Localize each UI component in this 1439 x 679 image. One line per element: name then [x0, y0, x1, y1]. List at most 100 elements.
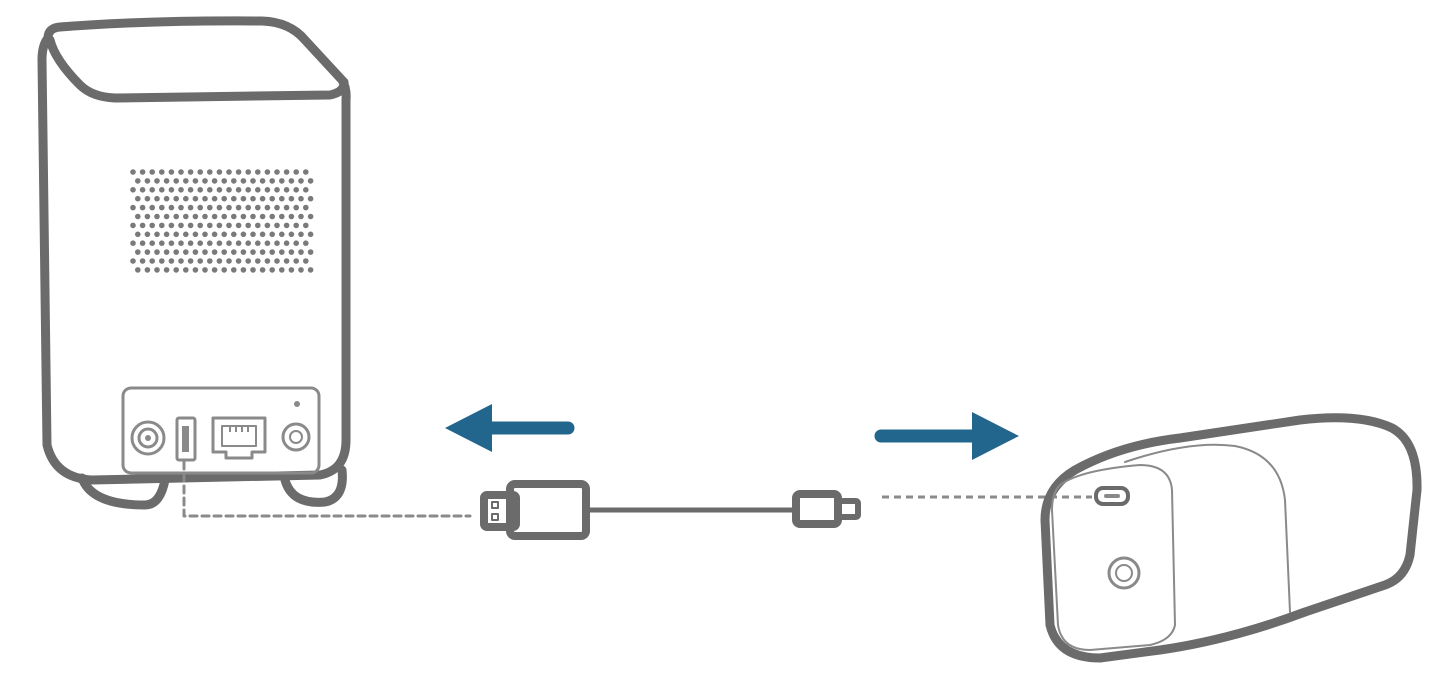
grille-hole [226, 222, 232, 229]
grille-hole [168, 169, 175, 175]
grille-hole [259, 249, 266, 255]
grille-hole [288, 178, 295, 184]
grille-hole [168, 240, 175, 246]
grille-hole [283, 240, 290, 246]
grille-hole [149, 204, 155, 211]
grille-hole [221, 213, 227, 220]
grille-hole [254, 240, 261, 246]
grille-hole [154, 267, 160, 273]
grille-hole [197, 240, 203, 246]
grille-hole [211, 267, 218, 273]
wireless-camera [1040, 413, 1422, 663]
grille-hole [254, 258, 261, 264]
grille-hole [130, 169, 136, 175]
grille-hole [183, 267, 189, 273]
grille-hole [303, 187, 309, 193]
grille-hole [139, 169, 146, 175]
grille-hole [279, 178, 285, 184]
grille-hole [144, 267, 151, 273]
grille-hole [269, 195, 276, 202]
speaker-grille [130, 169, 314, 273]
grille-hole [211, 249, 218, 255]
grille-hole [221, 249, 227, 255]
grille-hole [144, 195, 151, 202]
grille-hole [303, 204, 309, 211]
grille-hole [288, 231, 295, 238]
grille-hole [274, 169, 280, 175]
hub-port-panel [121, 386, 321, 475]
micro-usb-plug-body [792, 490, 842, 528]
grille-hole [298, 195, 304, 202]
grille-hole [269, 213, 276, 220]
grille-hole [159, 258, 165, 264]
grille-hole [240, 267, 247, 273]
grille-hole [211, 231, 218, 238]
grille-hole [197, 204, 203, 211]
grille-hole [245, 187, 251, 193]
hub-indicator-light [294, 401, 300, 407]
grille-hole [307, 267, 314, 273]
grille-hole [240, 195, 247, 202]
grille-hole [197, 169, 203, 175]
grille-hole [216, 222, 223, 229]
grille-hole [226, 169, 232, 175]
grille-hole [139, 204, 146, 211]
grille-hole [221, 178, 227, 184]
grille-hole [221, 195, 227, 202]
grille-hole [293, 240, 300, 246]
usb-a-plug-tip [480, 491, 520, 531]
grille-hole [163, 213, 170, 220]
grille-hole [293, 258, 300, 264]
grille-hole [231, 213, 237, 220]
grille-hole [307, 195, 314, 202]
grille-hole [279, 213, 285, 220]
grille-hole [130, 240, 136, 246]
grille-hole [269, 267, 276, 273]
grille-hole [221, 231, 227, 238]
grille-hole [298, 231, 304, 238]
grille-hole [183, 178, 189, 184]
grille-hole [192, 249, 199, 255]
grille-hole [293, 204, 300, 211]
grille-hole [207, 169, 213, 175]
grille-hole [211, 178, 218, 184]
grille-hole [173, 231, 179, 238]
grille-hole [235, 222, 242, 229]
grille-hole [211, 213, 218, 220]
grille-hole [254, 169, 261, 175]
grille-hole [178, 240, 184, 246]
grille-hole [154, 249, 160, 255]
grille-hole [183, 213, 189, 220]
grille-hole [254, 187, 261, 193]
grille-hole [288, 267, 295, 273]
grille-hole [159, 187, 165, 193]
grille-hole [183, 195, 189, 202]
camera-side-seam [1124, 443, 1291, 613]
grille-hole [235, 169, 242, 175]
grille-hole [274, 258, 280, 264]
grille-hole [259, 178, 266, 184]
grille-hole [144, 249, 151, 255]
grille-hole [259, 267, 266, 273]
grille-hole [250, 195, 256, 202]
grille-hole [163, 267, 170, 273]
grille-hole [226, 187, 232, 193]
grille-hole [187, 204, 194, 211]
grille-hole [245, 258, 251, 264]
grille-hole [293, 169, 300, 175]
grille-hole [283, 222, 290, 229]
grille-hole [235, 187, 242, 193]
grille-hole [231, 231, 237, 238]
micro-usb-port [1094, 486, 1130, 506]
grille-hole [159, 169, 165, 175]
grille-hole [283, 204, 290, 211]
hub-top-rim [45, 35, 349, 103]
grille-hole [298, 267, 304, 273]
grille-hole [168, 204, 175, 211]
grille-hole [163, 195, 170, 202]
grille-hole [303, 240, 309, 246]
grille-hole [187, 222, 194, 229]
grille-hole [279, 195, 285, 202]
grille-hole [303, 169, 309, 175]
